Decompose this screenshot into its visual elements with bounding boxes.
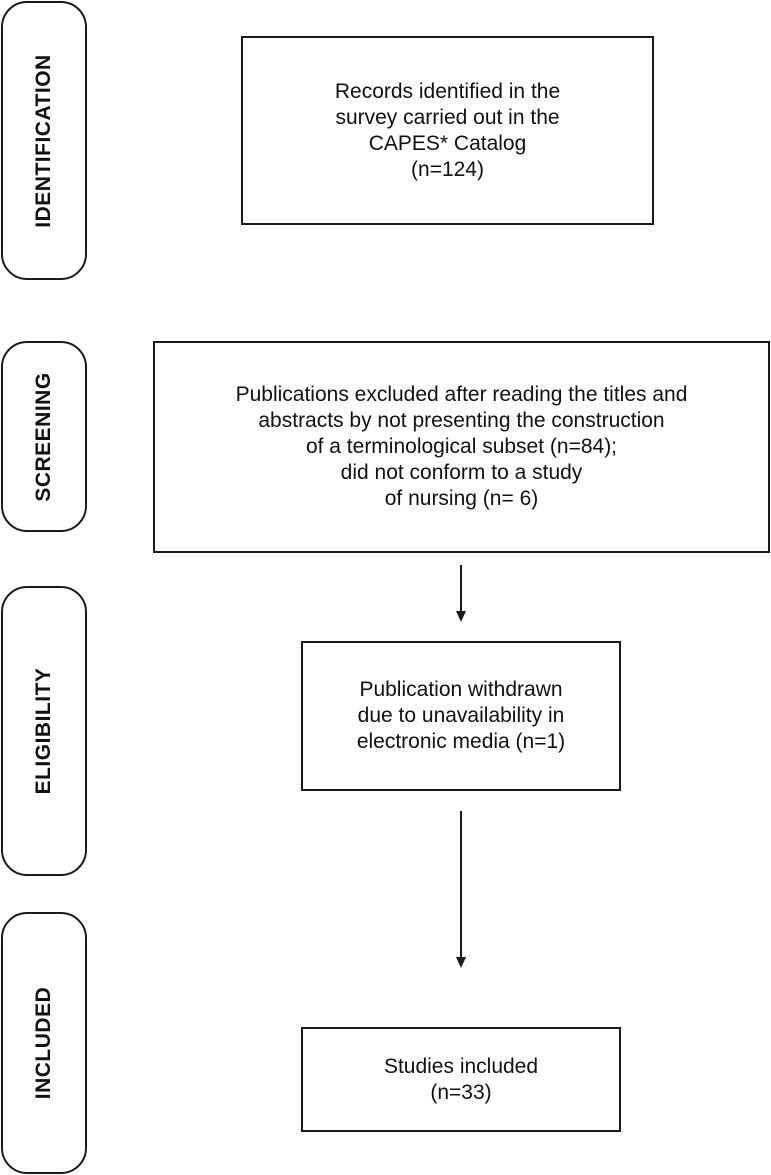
studies-included-text: Studies included (n=33) (384, 1054, 538, 1106)
withdrawn-line-1: Publication withdrawn (359, 678, 563, 701)
arrow-eligibility-to-included (456, 811, 466, 968)
excluded-line-2: abstracts by not presenting the construc… (258, 409, 665, 432)
publication-withdrawn-text: Publication withdrawn due to unavailabil… (357, 677, 565, 755)
excluded-line-3: of a terminological subset (n=84); (305, 435, 618, 458)
stage-screening: SCREENING (1, 341, 87, 532)
excluded-line-1: Publications excluded after reading the … (235, 383, 688, 406)
records-line-3: CAPES* Catalog (368, 131, 527, 155)
records-line-2: survey carried out in the (335, 105, 560, 129)
publication-withdrawn-box: Publication withdrawn due to unavailabil… (301, 641, 621, 791)
publications-excluded-box: Publications excluded after reading the … (153, 341, 770, 553)
records-line-4: (n=124) (411, 157, 484, 181)
stage-eligibility: ELIGIBILITY (1, 586, 87, 876)
records-line-1: Records identified in the (334, 79, 561, 103)
excluded-line-5: of nursing (n= 6) (384, 487, 539, 510)
studies-included-box: Studies included (n=33) (301, 1027, 621, 1132)
included-line-2: (n=33) (430, 1080, 492, 1104)
stage-included: INCLUDED (1, 912, 87, 1174)
publications-excluded-text: Publications excluded after reading the … (236, 382, 688, 512)
arrow-screening-to-eligibility (456, 565, 466, 622)
excluded-line-4: did not conform to a study (340, 461, 583, 484)
stage-identification: IDENTIFICATION (1, 1, 87, 280)
withdrawn-line-2: due to unavailability in (357, 704, 565, 727)
included-line-1: Studies included (383, 1054, 539, 1078)
records-identified-box: Records identified in the survey carried… (241, 36, 654, 225)
records-identified-text: Records identified in the survey carried… (335, 79, 560, 183)
withdrawn-line-3: electronic media (n=1) (356, 730, 566, 753)
